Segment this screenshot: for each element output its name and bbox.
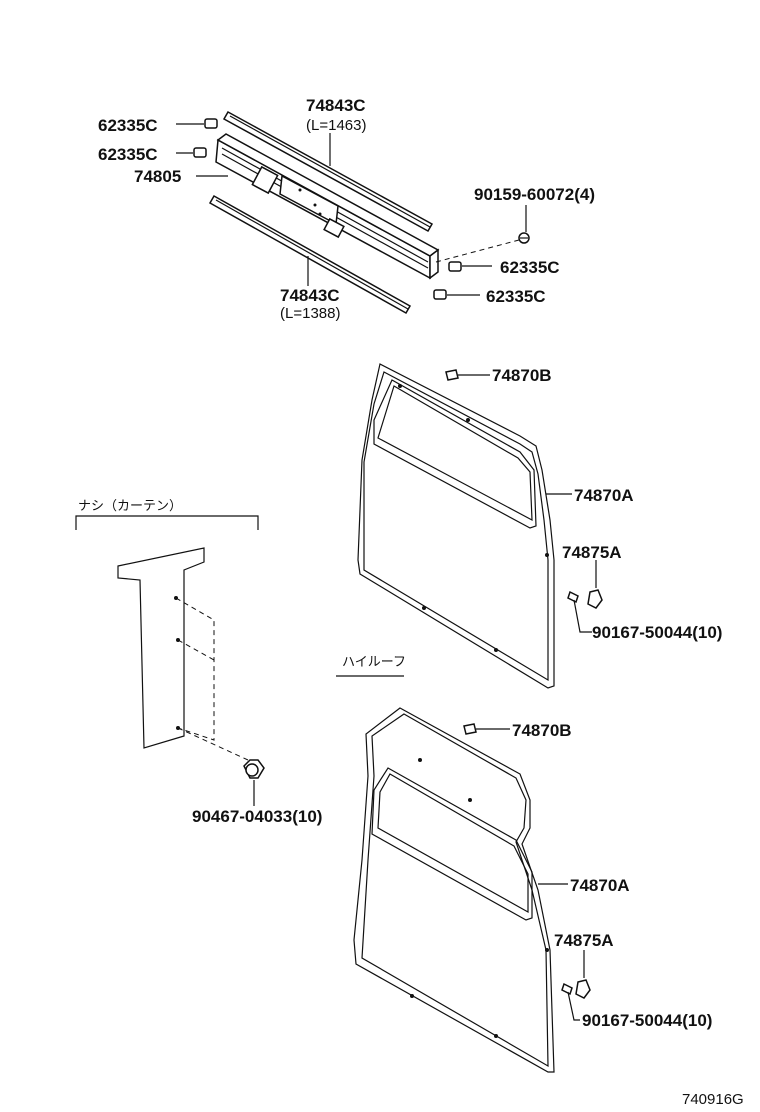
callout-90467-04033: 90467-04033(10) xyxy=(192,807,322,826)
hook-74875a-1 xyxy=(587,589,603,609)
partition-panel-standard xyxy=(357,363,603,689)
callout-74875a-1: 74875A xyxy=(562,543,622,562)
callout-74870b-1: 74870B xyxy=(492,366,552,385)
hook-74875a-2 xyxy=(575,979,591,999)
callout-74870a-2: 74870A xyxy=(570,876,630,895)
rail-assembly xyxy=(176,110,530,315)
end-cap-2 xyxy=(193,147,207,158)
screw-90167-2 xyxy=(561,982,573,996)
callout-62335c-2: 62335C xyxy=(98,145,158,164)
note-high-roof: ハイルーフ xyxy=(342,655,406,670)
clip-90467 xyxy=(243,759,265,779)
callout-74843c-top-length: (L=1463) xyxy=(306,117,366,134)
callout-90159-60072: 90159-60072(4) xyxy=(474,185,595,204)
callout-labels-high-roof: 74870B 74870A 74875A 90167-50044(10) xyxy=(512,721,712,1030)
callout-62335c-3: 62335C xyxy=(500,258,560,277)
figure-id: 740916G xyxy=(682,1091,744,1108)
callout-74870a-1: 74870A xyxy=(574,486,634,505)
callout-90167-50044-2: 90167-50044(10) xyxy=(582,1011,712,1030)
callout-90167-50044-1: 90167-50044(10) xyxy=(592,623,722,642)
clip-74870b-1 xyxy=(445,369,459,381)
callout-74843c-bottom-length: (L=1388) xyxy=(280,305,340,322)
callout-labels-top: 62335C 62335C 74805 74843C (L=1463) 7484… xyxy=(98,96,595,322)
callout-74843c-bottom: 74843C xyxy=(280,286,340,305)
screw-90167-1 xyxy=(567,590,579,604)
rail-body xyxy=(215,133,440,280)
no-curtain-trim: ナシ（カーテン） 90467-04033(10) xyxy=(75,499,322,826)
callout-74875a-2: 74875A xyxy=(554,931,614,950)
callout-62335c-1: 62335C xyxy=(98,116,158,135)
rail-rod-lower xyxy=(208,194,412,315)
callout-62335c-4: 62335C xyxy=(486,287,546,306)
rail-rod-upper xyxy=(222,110,434,233)
end-cap-3 xyxy=(448,261,462,272)
callout-74843c-top: 74843C xyxy=(306,96,366,115)
end-cap-1 xyxy=(204,118,218,129)
clip-74870b-2 xyxy=(463,723,477,735)
callout-labels-standard: 74870B 74870A 74875A 90167-50044(10) xyxy=(492,366,722,642)
end-cap-4 xyxy=(433,289,447,300)
callout-74805: 74805 xyxy=(134,167,181,186)
screw-90159 xyxy=(518,232,530,244)
callout-74870b-2: 74870B xyxy=(512,721,572,740)
partition-panel-high-roof xyxy=(353,707,591,1073)
note-no-curtain: ナシ（カーテン） xyxy=(78,499,182,514)
